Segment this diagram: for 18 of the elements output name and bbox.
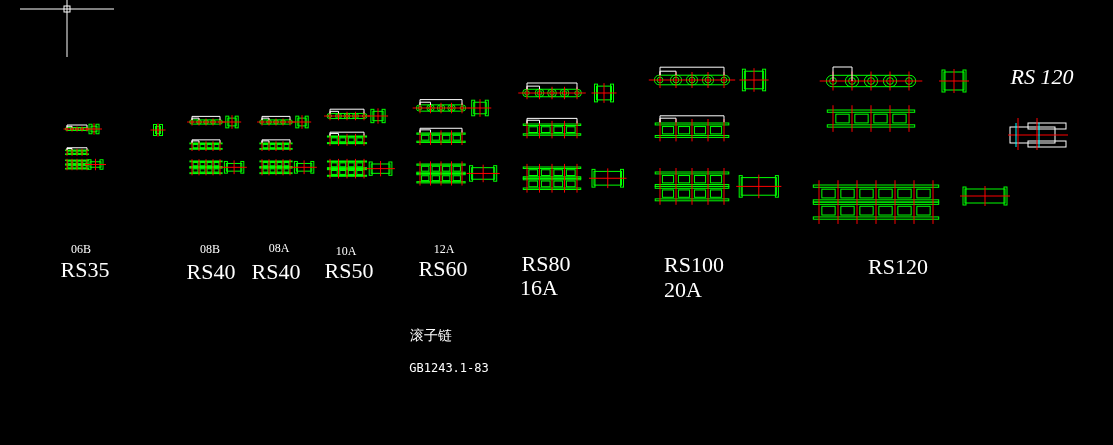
title-label: 滚子链 — [410, 328, 452, 342]
series-code: 10A — [335, 245, 357, 257]
model-label: RS50 — [324, 260, 374, 282]
model-label: RS120 — [868, 256, 928, 278]
model-label: RS40 — [186, 261, 236, 283]
series-code-large: 16A — [520, 277, 558, 299]
model-label: RS35 — [60, 259, 110, 281]
model-label: RS80 — [521, 253, 571, 275]
model-label: RS40 — [251, 261, 301, 283]
model-label: RS100 — [664, 254, 724, 276]
model-label: RS 120 — [1010, 66, 1074, 88]
model-label: RS60 — [418, 258, 468, 280]
series-code: 08A — [268, 242, 290, 254]
series-code-large: 20A — [664, 279, 702, 301]
series-code: 12A — [433, 243, 455, 255]
standard-number: GB1243.1-83 — [409, 362, 489, 374]
series-code: 08B — [200, 243, 220, 255]
series-code: 06B — [71, 243, 91, 255]
